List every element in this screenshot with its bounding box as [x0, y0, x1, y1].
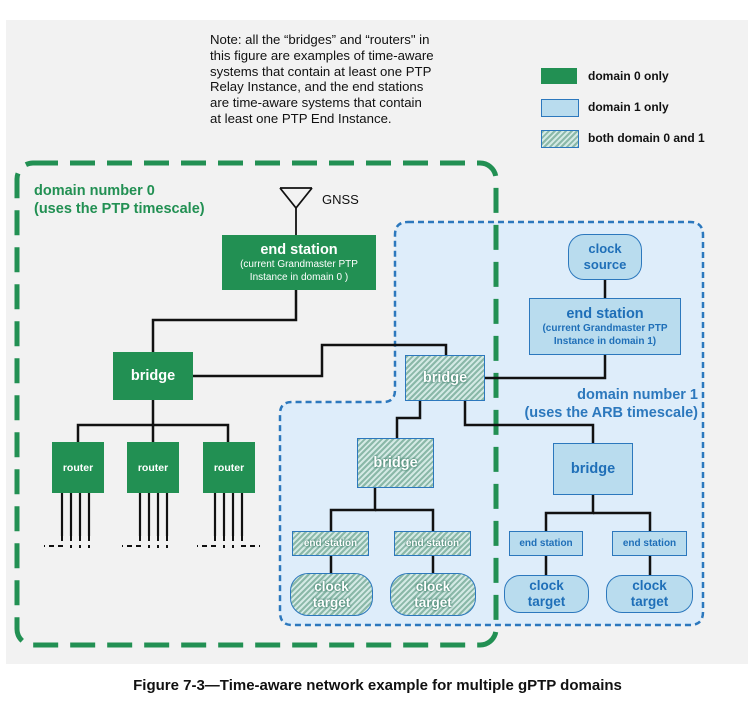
clock-target-line2: target [527, 594, 566, 609]
legend-label: both domain 0 and 1 [588, 131, 705, 145]
node-subtitle: Instance in domain 0 ) [249, 271, 349, 283]
router-2[interactable]: router [127, 442, 179, 493]
node-subtitle: (current Grandmaster PTP [542, 322, 668, 334]
domain0-label-line2: (uses the PTP timescale) [34, 201, 205, 217]
end-station-grandmaster-domain0[interactable]: end station (current Grandmaster PTP Ins… [222, 235, 376, 290]
legend-label: domain 1 only [588, 100, 669, 114]
legend-label: domain 0 only [588, 69, 669, 83]
domain0-label-line1: domain number 0 [34, 183, 155, 199]
router-1[interactable]: router [52, 442, 104, 493]
end-station-both-1[interactable]: end station [292, 531, 369, 556]
node-title: end station [260, 241, 338, 258]
connection-lines [76, 280, 652, 575]
legend-swatch-blue [541, 99, 579, 117]
clock-target-both-2[interactable]: clock target [390, 573, 476, 616]
clock-target-line1: clock [632, 578, 667, 593]
end-station-grandmaster-domain1[interactable]: end station (current Grandmaster PTP Ins… [529, 298, 681, 355]
clock-target-line1: clock [415, 578, 451, 594]
bridge-domain1[interactable]: bridge [553, 443, 633, 495]
note-text: Note: all the “bridges” and “routers" in… [210, 32, 434, 126]
node-subtitle: Instance in domain 1) [553, 335, 657, 347]
router-links [60, 493, 244, 536]
clock-source-line1: clock [588, 241, 622, 256]
legend-swatch-green [541, 68, 577, 84]
clock-target-line2: target [414, 594, 452, 610]
domain1-label: domain number 1 (uses the ARB timescale) [520, 386, 698, 422]
bridge-both-domains[interactable]: bridge [405, 355, 485, 401]
router-links-dashed [44, 536, 260, 548]
clock-target-domain1-2[interactable]: clock target [606, 575, 693, 613]
clock-target-domain1-1[interactable]: clock target [504, 575, 589, 613]
domain0-region [14, 160, 499, 648]
figure-caption: Figure 7-3—Time-aware network example fo… [133, 677, 622, 694]
bridge-domain0[interactable]: bridge [113, 352, 193, 400]
gnss-antenna-icon [279, 187, 313, 235]
clock-target-line2: target [630, 594, 669, 609]
gnss-label: GNSS [322, 192, 359, 207]
clock-target-line2: target [312, 594, 351, 610]
clock-source[interactable]: clock source [568, 234, 642, 280]
end-station-domain1-2[interactable]: end station [612, 531, 687, 556]
clock-target-both-1[interactable]: clock target [290, 573, 373, 616]
node-title: end station [566, 305, 644, 322]
clock-source-line2: source [583, 257, 627, 272]
domain1-label-line2: (uses the ARB timescale) [524, 405, 698, 421]
router-3[interactable]: router [203, 442, 255, 493]
clock-target-line1: clock [529, 578, 564, 593]
domain1-label-line1: domain number 1 [577, 387, 698, 403]
domain0-label: domain number 0 (uses the PTP timescale) [34, 182, 205, 218]
legend-swatch-hatched [541, 130, 579, 148]
bridge-both-domains-left[interactable]: bridge [357, 438, 434, 488]
node-subtitle: (current Grandmaster PTP [240, 258, 358, 270]
end-station-both-2[interactable]: end station [394, 531, 471, 556]
end-station-domain1-1[interactable]: end station [509, 531, 583, 556]
clock-target-line1: clock [314, 578, 349, 594]
